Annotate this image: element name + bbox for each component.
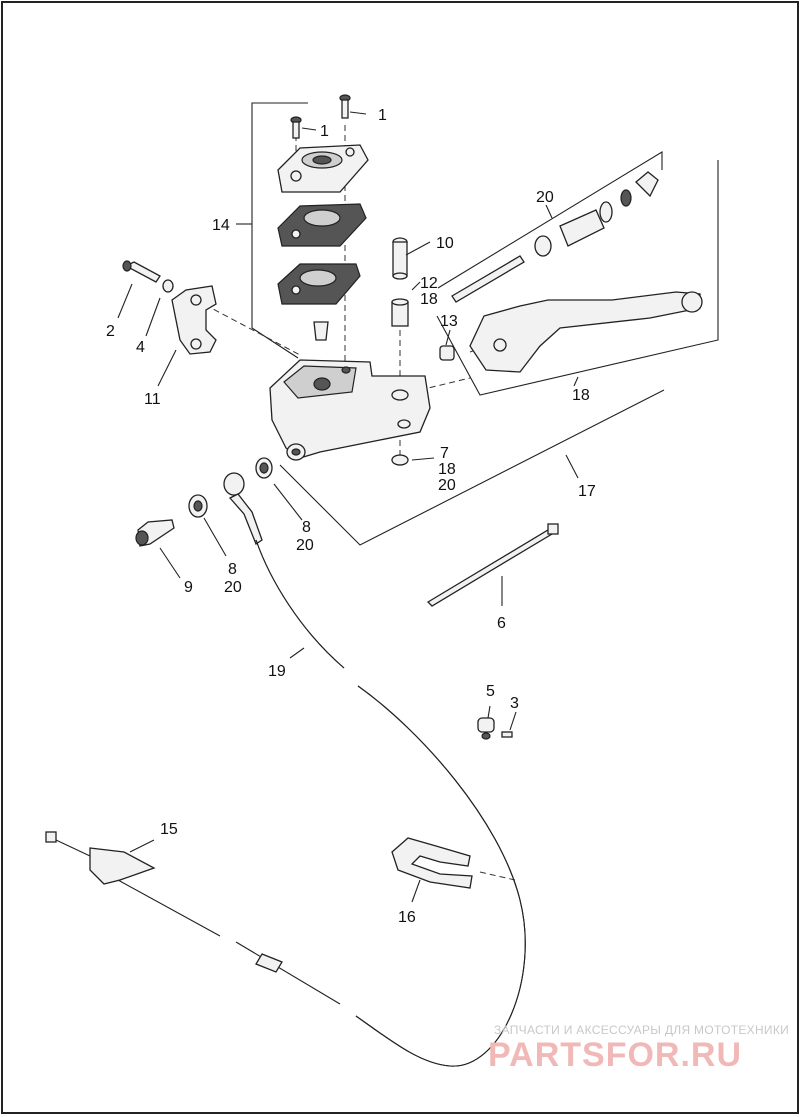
piston-assembly: [451, 171, 659, 303]
callout-18a: 18: [420, 291, 438, 308]
reservoir-plate: [277, 203, 367, 247]
callout-17: 17: [578, 483, 596, 500]
callout-2: 2: [106, 323, 115, 340]
callout-9: 9: [184, 579, 193, 596]
callout-14: 14: [212, 217, 230, 234]
callout-20c: 20: [296, 537, 314, 554]
sealing-washer-lower: [188, 494, 208, 518]
bushing: [391, 298, 409, 327]
callout-16: 16: [398, 909, 416, 926]
banjo-fitting: [223, 472, 263, 545]
callout-10: 10: [436, 235, 454, 252]
callout-18b: 18: [572, 387, 590, 404]
callout-5: 5: [486, 683, 495, 700]
line-clip: [477, 717, 495, 740]
callout-11: 11: [144, 391, 161, 408]
callout-15: 15: [160, 821, 178, 838]
callout-1b: 1: [320, 123, 329, 140]
callout-18c: 18: [438, 461, 456, 478]
clutch-lever: [469, 291, 703, 373]
callout-3: 3: [510, 695, 519, 712]
callout-8b: 8: [228, 561, 237, 578]
clip-screw: [501, 731, 513, 738]
bracket-17: [279, 389, 665, 546]
sight-glass: [313, 321, 329, 341]
callout-19: 19: [268, 663, 286, 680]
reservoir-diaphragm: [277, 263, 361, 305]
callout-20b: 20: [438, 477, 456, 494]
screw-part-1-lower: [290, 116, 302, 139]
callout-4: 4: [136, 339, 145, 356]
banjo-bolt: [135, 519, 175, 547]
callout-13: 13: [440, 313, 458, 330]
clamp-screw: [122, 260, 161, 283]
handlebar-clamp: [171, 285, 217, 355]
line-bracket: [391, 837, 473, 889]
reservoir-cover: [277, 144, 369, 193]
retaining-ring: [391, 454, 409, 466]
callout-leaders: [117, 111, 517, 903]
cable-strap: [426, 523, 559, 607]
master-cylinder-body: [269, 359, 431, 461]
bracket-20: [437, 151, 663, 289]
sealing-washer-upper: [255, 457, 273, 479]
bracket-14: [236, 102, 308, 359]
adjuster: [439, 345, 455, 361]
callout-8a: 8: [302, 519, 311, 536]
callout-1a: 1: [378, 107, 387, 124]
bracket-18: [436, 160, 719, 396]
callout-7: 7: [440, 445, 449, 462]
callout-12: 12: [420, 275, 438, 292]
callout-6: 6: [497, 615, 506, 632]
watermark-logo: PARTSFOR.RU: [488, 1036, 742, 1074]
callout-20d: 20: [224, 579, 242, 596]
hydraulic-line: [255, 539, 526, 1067]
pivot-pin: [392, 237, 408, 280]
callout-20a: 20: [536, 189, 554, 206]
screw-part-1-upper: [339, 94, 351, 119]
clamp-washer: [162, 279, 174, 293]
watermark-tagline: ЗАПЧАСТИ И АКСЕССУАРЫ ДЛЯ МОТОТЕХНИКИ: [494, 1023, 789, 1037]
switch-cable: [45, 831, 341, 1005]
